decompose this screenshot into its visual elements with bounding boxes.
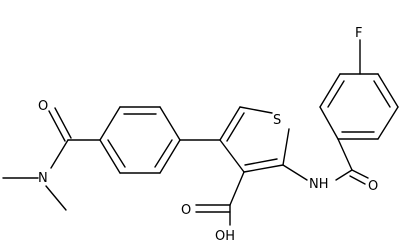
atom-oh-acid: OH <box>215 229 235 244</box>
fluorophenyl-ring <box>319 39 399 140</box>
bond-carbonyl-o-b <box>349 175 366 185</box>
atom-s-thiophene: S <box>273 113 281 128</box>
bond-ring-f <box>99 139 121 174</box>
bond-c4-c5 <box>219 106 241 141</box>
bond-fring-b <box>319 73 341 108</box>
bond-c3-acid <box>229 171 245 206</box>
bond-c3-c4 <box>219 139 245 173</box>
bond-fring-inner-1 <box>327 80 345 108</box>
bond-fring-d <box>377 73 399 108</box>
benzamide-linker <box>282 138 369 185</box>
bond-carbonyl-aryl <box>337 138 353 171</box>
atom-f-aryl: F <box>355 26 362 41</box>
bond-c2-c3-inner <box>244 158 278 166</box>
bond-c-o-double-a <box>48 110 66 142</box>
atom-o-amide-left: O <box>38 99 48 114</box>
atom-o-acid: O <box>181 203 191 218</box>
bond-c2-nh <box>282 164 308 181</box>
thiophene-ring <box>219 106 290 173</box>
bond-c4-c5-inner <box>226 112 245 142</box>
atom-o-benzoyl: O <box>368 179 378 194</box>
bond-ring-a <box>99 106 121 141</box>
bond-ring-d <box>159 139 181 174</box>
bond-fring-e <box>377 106 399 140</box>
bond-c5-s <box>239 106 273 114</box>
phenylene-ring <box>99 106 181 174</box>
bond-ring-inner-3 <box>107 139 126 168</box>
bond-ring-inner-2 <box>154 139 173 168</box>
bond-ring-c <box>159 106 181 141</box>
carboxylic-acid-group <box>195 171 245 226</box>
bond-nh-carbonyl <box>335 169 353 181</box>
bond-c-o-double-b <box>54 107 72 139</box>
bond-fring-a <box>319 106 339 140</box>
bond-s-c2 <box>282 128 290 166</box>
bond-carbonyl-o-a <box>351 169 369 179</box>
bond-fring-inner-2 <box>373 80 391 108</box>
bond-n-methyl-down <box>45 185 67 211</box>
atom-n-dimethyl: N <box>38 171 48 186</box>
bond-carbonyl-n <box>50 139 69 169</box>
dimethylcarbamoyl-group <box>2 107 101 211</box>
bond-c2-c3 <box>243 164 284 173</box>
atom-nh-amide: NH <box>309 177 329 192</box>
